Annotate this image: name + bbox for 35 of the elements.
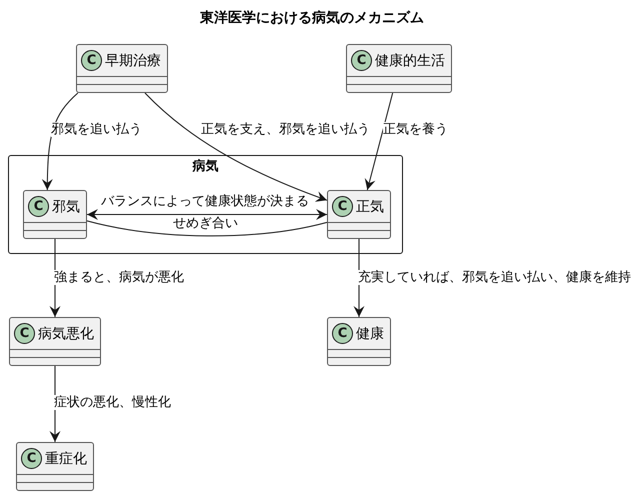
class-name: 早期治療 [105,52,161,70]
class-type-marker: C [332,323,353,344]
class-name: 健康 [356,324,384,342]
edge-label: 正気を養う [383,122,448,137]
class-box [76,44,168,93]
edge-label: 正気を支え、邪気を追い払う [201,122,370,137]
class-type-marker: C [14,323,35,344]
class-type-marker: C [28,196,49,217]
class-box [23,190,87,239]
class-name: 健康的生活 [375,52,445,70]
edge-label: 邪気を追い払う [51,122,142,137]
connector-line [86,220,328,236]
class-box [327,190,391,239]
class-name: 病気悪化 [38,324,94,342]
edge-label: せめぎ合い [173,216,238,231]
package-title: 病気 [191,158,220,175]
class-type-marker: C [332,196,353,217]
class-name: 邪気 [52,198,80,216]
class-box [327,317,391,366]
arrow [364,92,394,190]
diagram-title: 東洋医学における病気のメカニズム [200,9,424,27]
class-name: 重症化 [45,450,87,468]
class-box [16,442,94,491]
edge-label: 充実していれば、邪気を追い払い、健康を維持 [358,270,631,285]
edge-label: バランスによって健康状態が決まる [101,194,309,209]
arrow [144,92,328,202]
edge-label: 強まると、病気が悪化 [54,270,184,285]
edge-label: 症状の悪化、慢性化 [54,395,171,410]
class-type-marker: C [351,50,372,71]
class-type-marker: C [81,50,102,71]
class-name: 正気 [356,198,384,216]
class-type-marker: C [21,448,42,469]
arrow [86,209,328,220]
class-box [9,317,101,366]
class-box [346,44,452,93]
